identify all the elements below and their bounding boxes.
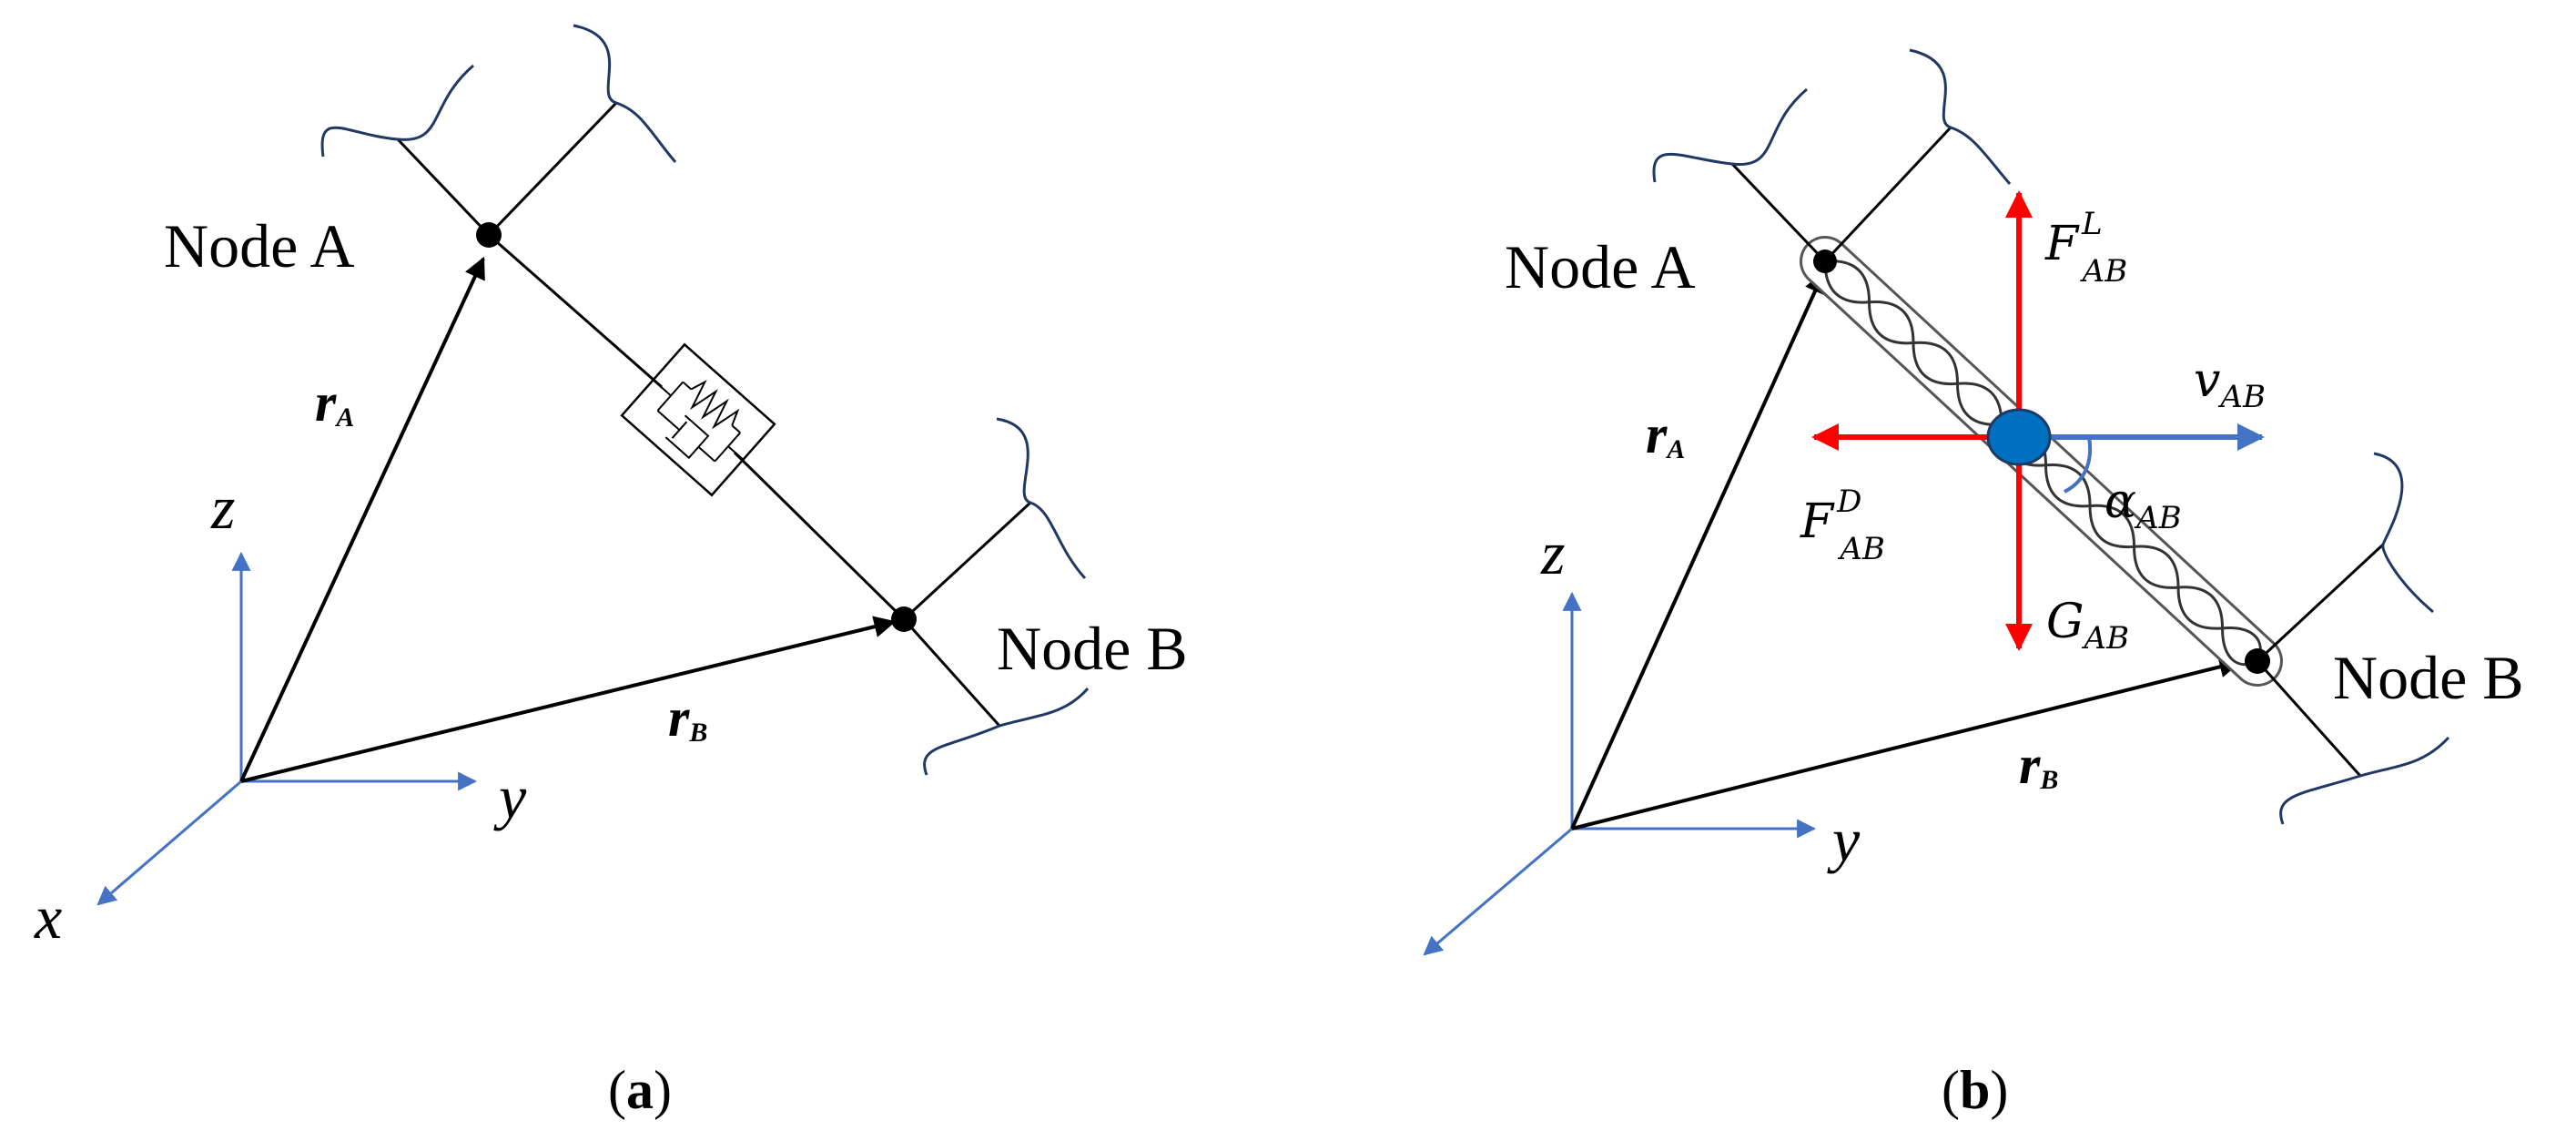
axes-a — [96, 551, 478, 906]
spring-damper — [620, 342, 776, 497]
vector-ra-b — [1570, 270, 1826, 830]
angle-arc — [2064, 436, 2093, 494]
cord-end-brace — [573, 24, 677, 163]
link-ab-a — [488, 233, 906, 621]
x-axis-b — [1423, 827, 1573, 956]
angle-label: αAB — [2104, 474, 2182, 536]
node-b-dot — [2245, 648, 2270, 674]
cord-end-brace — [320, 64, 474, 158]
node-b-dot — [891, 606, 917, 632]
gravity-label: GAB — [2046, 595, 2129, 657]
y-axis-label-a: y — [493, 762, 527, 831]
y-axis-label-b: y — [1827, 805, 1861, 874]
cord-end-brace — [923, 688, 1090, 776]
cord-end-brace — [2373, 452, 2434, 614]
node-b-branches-b — [2256, 543, 2385, 778]
axes-b — [1423, 591, 1817, 956]
caption-a: (a) — [608, 1060, 672, 1120]
cord-ends-b — [1652, 48, 2450, 825]
cord-end-brace — [1909, 48, 2012, 185]
cord-end-brace — [1652, 87, 1808, 183]
velocity-label: vAB — [2194, 353, 2266, 415]
vector-rb-label: rB — [668, 688, 707, 748]
vector-rb-label: rB — [2019, 735, 2058, 795]
z-axis-label-b: z — [1540, 518, 1565, 587]
forces — [1811, 190, 2265, 651]
panel-a: Node A Node B rA rB z y x (a) — [34, 24, 1188, 1120]
node-b-label: Node B — [997, 614, 1188, 683]
vector-rb-a — [240, 616, 897, 783]
node-a-branches-a — [396, 101, 618, 237]
node-a-dot — [1813, 250, 1837, 273]
z-axis-label-a: z — [210, 473, 235, 542]
node-a-dot — [476, 222, 502, 248]
cord-ends-a — [320, 24, 1090, 776]
cord-end-brace — [996, 417, 1087, 580]
vector-ra-label: rA — [1646, 404, 1685, 464]
x-axis-a — [96, 779, 242, 906]
node-a-branches-b — [1730, 126, 1952, 263]
cord-end-brace — [2279, 736, 2450, 825]
node-a-label: Node A — [1505, 232, 1696, 301]
x-axis-label-a: x — [34, 882, 62, 952]
vector-ra-a — [239, 256, 485, 782]
vector-rb-b — [1571, 656, 2242, 830]
lumped-mass — [1986, 408, 2052, 466]
node-b-branches-a — [902, 501, 1032, 728]
twisted-cord — [1800, 236, 2283, 687]
node-a-label: Node A — [164, 211, 355, 280]
node-b-label: Node B — [2333, 643, 2524, 712]
vector-ra-label: rA — [315, 372, 354, 433]
caption-b: (b) — [1942, 1060, 2008, 1120]
